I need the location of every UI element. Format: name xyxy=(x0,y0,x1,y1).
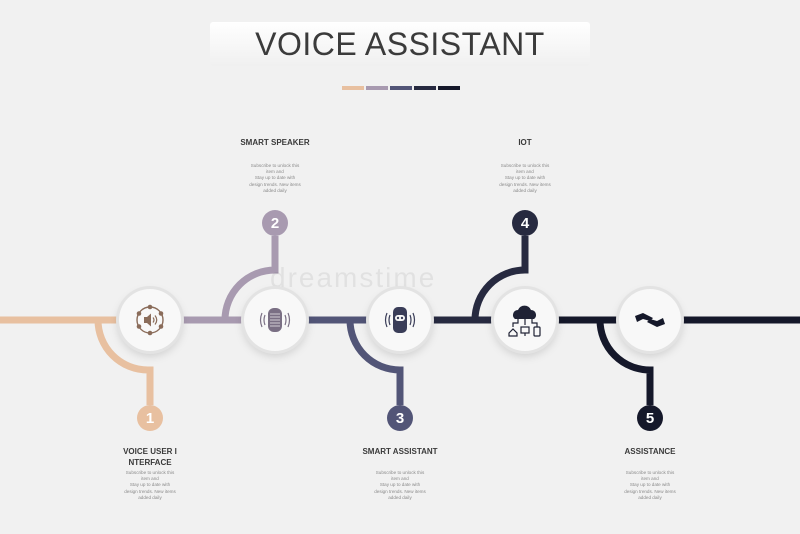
cloud-network-icon xyxy=(508,305,541,337)
flow-branch-4 xyxy=(471,236,529,321)
step-5-icon-circle xyxy=(619,289,681,351)
page-title: VOICE ASSISTANT xyxy=(255,25,545,62)
step-2-number-badge: 2 xyxy=(262,210,288,236)
smart-assistant-device-icon xyxy=(384,307,416,333)
step-3-number-badge: 3 xyxy=(387,405,413,431)
step-1-heading: VOICE USER I NTERFACE xyxy=(110,446,190,468)
flow-branch-2 xyxy=(221,236,279,321)
color-swatches xyxy=(342,86,460,90)
title-band: VOICE ASSISTANT xyxy=(210,22,590,66)
step-5-number: 5 xyxy=(645,409,655,427)
step-3-heading: SMART ASSISTANT xyxy=(362,447,438,456)
step-2-number: 2 xyxy=(270,214,280,232)
step-5-heading: ASSISTANCE xyxy=(624,447,676,456)
step-3-number: 3 xyxy=(395,409,405,427)
swatch-3 xyxy=(390,86,412,90)
step-4-number-badge: 4 xyxy=(512,210,538,236)
step-1-number-badge: 1 xyxy=(137,405,163,431)
watermark: dreamstime xyxy=(270,262,437,293)
step-2-icon-circle xyxy=(244,289,306,351)
step-1-icon-circle xyxy=(119,289,181,351)
step-2-heading: SMART SPEAKER xyxy=(240,138,310,147)
step-4-icon-circle xyxy=(494,289,556,351)
flow-branch-1 xyxy=(94,319,154,405)
step-4-number: 4 xyxy=(520,214,530,232)
helping-hands-icon xyxy=(635,313,665,327)
step-5-number-badge: 5 xyxy=(637,405,663,431)
swatch-5 xyxy=(438,86,460,90)
flow-branch-5 xyxy=(596,319,654,405)
step-1-heading-line-1: VOICE USER I xyxy=(123,447,177,456)
swatch-4 xyxy=(414,86,436,90)
swatch-2 xyxy=(366,86,388,90)
flow-branch-3 xyxy=(346,319,404,405)
speaker-network-icon xyxy=(136,304,164,336)
step-3-icon-circle xyxy=(369,289,431,351)
step-1-number: 1 xyxy=(145,409,155,427)
step-4-heading: IOT xyxy=(518,138,532,147)
swatch-1 xyxy=(342,86,364,90)
step-1-heading-line-2: NTERFACE xyxy=(128,458,172,467)
smart-speaker-icon xyxy=(259,308,291,332)
